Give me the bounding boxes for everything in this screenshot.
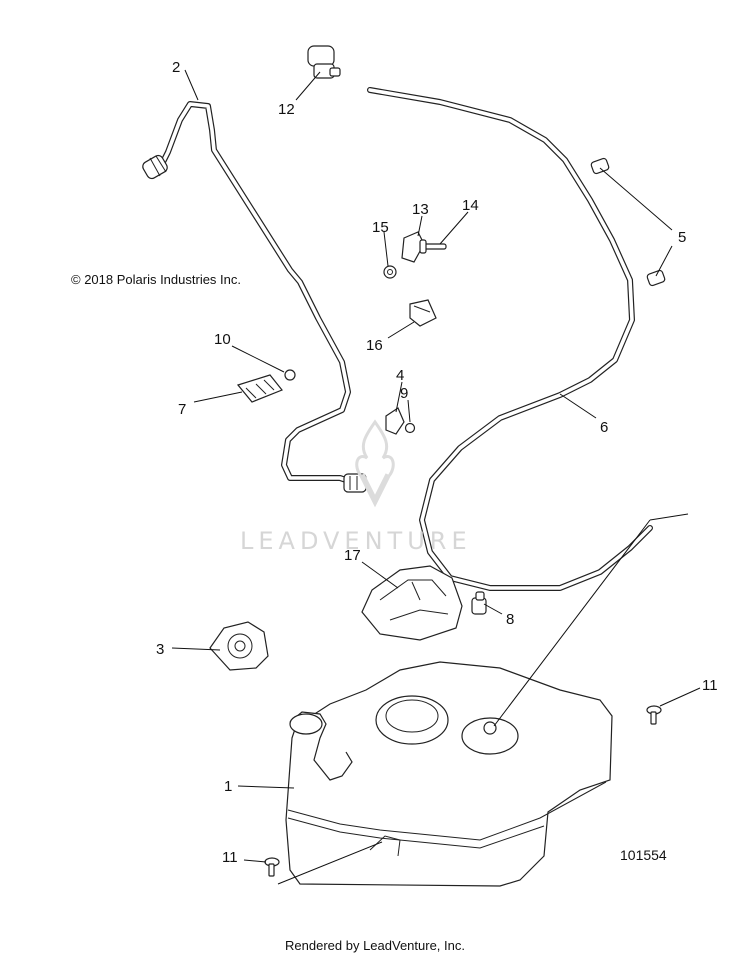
callout-7: 7 xyxy=(178,401,186,418)
callout-2: 2 xyxy=(172,59,180,76)
callout-12: 12 xyxy=(278,101,295,118)
watermark-text: LEADVENTURE xyxy=(240,527,472,555)
callout-9: 9 xyxy=(400,385,408,402)
fitting-12[interactable] xyxy=(307,45,341,79)
clamp-7[interactable] xyxy=(236,374,283,403)
clamp-16[interactable] xyxy=(409,299,437,327)
vent-hose-2[interactable] xyxy=(141,101,367,493)
screw-11-left[interactable] xyxy=(264,857,280,877)
callout-10: 10 xyxy=(214,331,231,348)
callout-16: 16 xyxy=(366,337,383,354)
screw-14[interactable] xyxy=(419,239,447,254)
diagram-id: 101554 xyxy=(620,847,667,863)
callout-11-right: 11 xyxy=(702,677,718,694)
callout-4: 4 xyxy=(396,367,404,384)
nut-15[interactable] xyxy=(383,265,397,279)
fuel-tank-1[interactable] xyxy=(285,661,613,887)
fuel-cap-3[interactable] xyxy=(209,621,269,671)
hose-2-connector-top xyxy=(142,154,168,180)
valve-8[interactable] xyxy=(471,591,487,615)
callout-13: 13 xyxy=(412,201,429,218)
copyright-text: © 2018 Polaris Industries Inc. xyxy=(71,272,241,287)
nut-9[interactable] xyxy=(404,422,416,434)
cover-17[interactable] xyxy=(361,565,463,641)
bracket-13[interactable] xyxy=(401,231,425,263)
vent-hose-6[interactable] xyxy=(367,87,653,591)
leadventure-logo-watermark xyxy=(355,419,395,508)
callout-labels: 2 12 5 13 14 15 16 10 7 4 9 6 17 8 3 11 … xyxy=(156,59,718,866)
hose-2-connector-bottom xyxy=(343,473,367,493)
leader-lines xyxy=(171,69,701,885)
clip-4[interactable] xyxy=(385,407,405,435)
screw-11-right[interactable] xyxy=(646,705,662,725)
callout-8: 8 xyxy=(506,611,514,628)
callout-17: 17 xyxy=(344,547,361,564)
footer-text: Rendered by LeadVenture, Inc. xyxy=(285,938,465,953)
callout-6: 6 xyxy=(600,419,608,436)
callout-3: 3 xyxy=(156,641,164,658)
callout-14: 14 xyxy=(462,197,479,214)
callout-11-left: 11 xyxy=(222,849,238,866)
callout-15: 15 xyxy=(372,219,389,236)
callout-1: 1 xyxy=(224,778,232,795)
screw-10[interactable] xyxy=(284,369,296,381)
callout-5: 5 xyxy=(678,229,686,246)
clip-5-lower[interactable] xyxy=(646,269,666,287)
clip-5-upper[interactable] xyxy=(590,157,610,175)
